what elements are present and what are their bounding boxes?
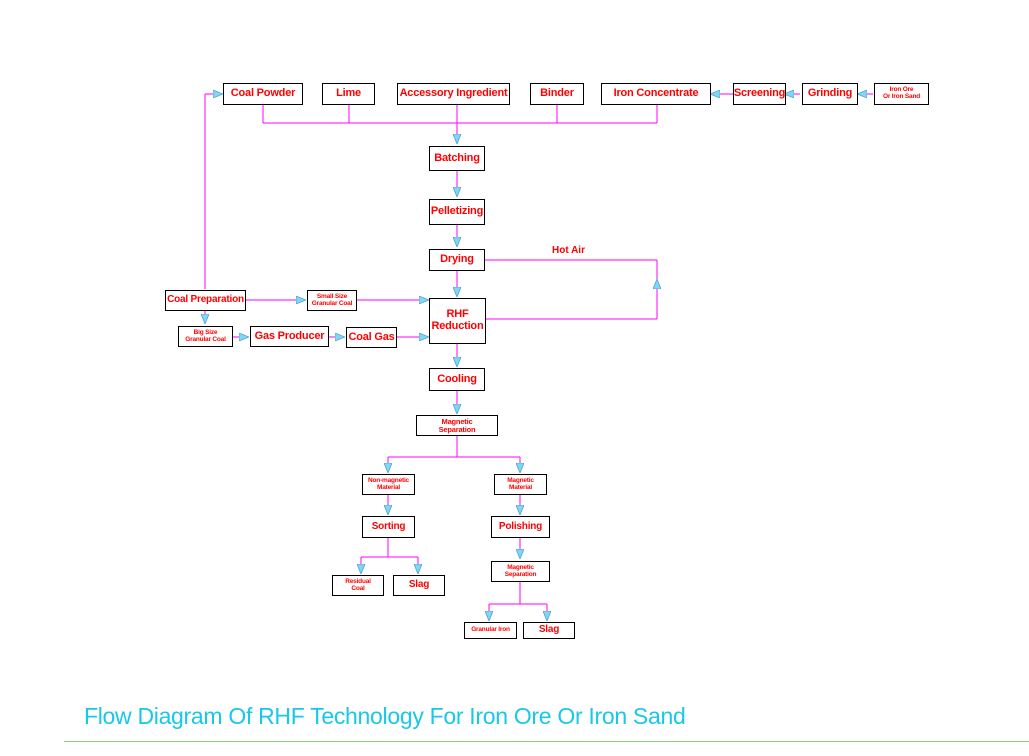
node-lime: Lime	[322, 83, 375, 105]
node-iron-ore: Iron Ore Or Iron Sand	[874, 83, 929, 105]
node-magnetic-separation-1: Magnetic Separation	[416, 415, 498, 436]
node-coal-gas: Coal Gas	[346, 327, 397, 348]
node-magnetic-material: Magnetic Material	[494, 474, 547, 495]
node-batching: Batching	[429, 146, 485, 171]
node-granular-iron: Granular Iron	[464, 622, 517, 639]
page-title: Flow Diagram Of RHF Technology For Iron …	[84, 703, 686, 729]
node-coal-powder: Coal Powder	[223, 83, 303, 105]
node-accessory-ingredient: Accessory Ingredient	[397, 83, 510, 105]
hot-air-label: Hot Air	[552, 245, 585, 256]
node-gas-producer: Gas Producer	[250, 326, 329, 347]
title-underline	[64, 741, 1029, 742]
node-rhf-reduction: RHF Reduction	[429, 298, 486, 344]
node-slag-2: Slag	[523, 622, 575, 639]
node-cooling: Cooling	[429, 368, 485, 391]
node-big-size-granular-coal: Big Size Granular Coal	[178, 326, 233, 347]
node-drying: Drying	[429, 249, 485, 271]
node-magnetic-separation-2: Magnetic Separation	[491, 561, 550, 582]
node-residual-coal: Residual Coal	[332, 575, 384, 596]
node-non-magnetic-material: Non-magnetic Material	[362, 474, 415, 495]
node-sorting: Sorting	[362, 516, 415, 538]
node-screening: Screening	[733, 83, 786, 105]
node-grinding: Grinding	[802, 83, 858, 105]
node-coal-preparation: Coal Preparation	[165, 290, 246, 311]
node-slag-1: Slag	[393, 575, 445, 596]
node-iron-concentrate: Iron Concentrate	[601, 83, 711, 105]
node-small-size-granular-coal: Small Size Granular Coal	[307, 290, 357, 311]
node-polishing: Polishing	[491, 516, 550, 538]
node-pelletizing: Pelletizing	[429, 199, 485, 225]
node-binder: Binder	[530, 83, 584, 105]
